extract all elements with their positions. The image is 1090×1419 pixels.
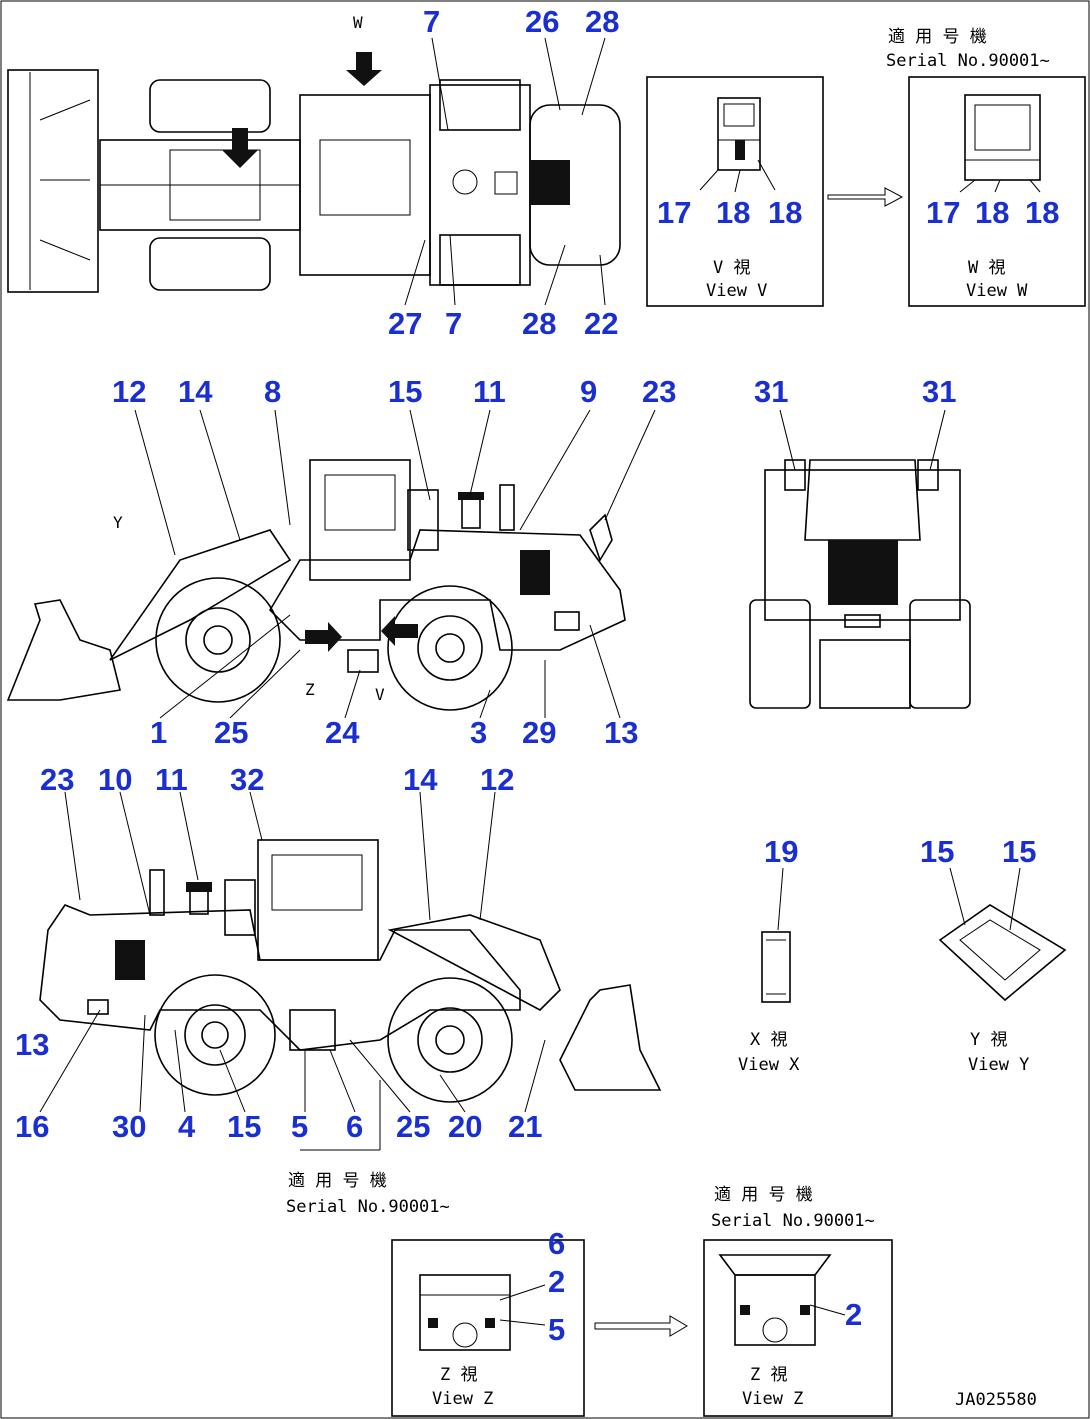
view-z2-serial-jp: 適 用 号 機 [714, 1185, 813, 1205]
top-view-drawing [7, 52, 621, 293]
top-view-leaders [404, 37, 606, 306]
callout-13-right: 13 [15, 1027, 49, 1062]
view-y-caption-jp: Y 視 [970, 1030, 1007, 1050]
right-side-serial-en: Serial No.90001~ [286, 1197, 450, 1217]
view-w-caption-jp: W 視 [968, 258, 1005, 278]
view-z2-drawing [718, 1254, 846, 1346]
view-z2-callout-2: 2 [845, 1297, 862, 1332]
callout-5-right: 5 [291, 1109, 308, 1144]
view-x-callout-19: 19 [764, 834, 798, 869]
right-side-serial-jp: 適 用 号 機 [288, 1171, 387, 1191]
view-v-drawing [699, 97, 776, 193]
callout-28-bottom: 28 [522, 306, 556, 341]
view-mark-w: W [353, 13, 363, 32]
callout-23-left: 23 [642, 374, 676, 409]
callout-28-top: 28 [585, 4, 619, 39]
callout-9: 9 [580, 374, 597, 409]
view-y-caption-en: View Y [968, 1055, 1029, 1075]
callout-7-top: 7 [423, 4, 440, 39]
callout-22: 22 [584, 306, 618, 341]
view-y-callout-15a: 15 [920, 834, 954, 869]
callout-15-right: 15 [227, 1109, 261, 1144]
view-v-box [646, 76, 824, 307]
callout-14-right: 14 [403, 762, 438, 797]
arrow-v-to-w [827, 187, 904, 207]
view-z1-caption-en: View Z [432, 1389, 493, 1409]
callout-3: 3 [470, 715, 487, 750]
callout-25-right: 25 [396, 1109, 430, 1144]
callout-23-right: 23 [40, 762, 74, 797]
view-z2-caption-jp: Z 視 [750, 1365, 787, 1385]
callout-31-right: 31 [922, 374, 956, 409]
right-side-drawing [39, 839, 662, 1151]
callout-1: 1 [150, 715, 167, 750]
view-v-callout-18b: 18 [768, 195, 802, 230]
view-mark-v: V [375, 685, 385, 704]
rear-view-drawing [749, 459, 971, 709]
callout-21: 21 [508, 1109, 542, 1144]
callout-14-left: 14 [178, 374, 213, 409]
callout-24: 24 [325, 715, 360, 750]
callout-13-left: 13 [604, 715, 638, 750]
view-z1-drawing [419, 1274, 546, 1351]
view-z1-callout-2: 2 [548, 1264, 565, 1299]
view-w-box [908, 76, 1086, 307]
view-z2-caption-en: View Z [742, 1389, 803, 1409]
callout-16: 16 [15, 1109, 49, 1144]
right-side-leaders [39, 791, 546, 1113]
callout-11-right: 11 [155, 762, 188, 797]
view-z2-box [703, 1239, 893, 1417]
view-w-callout-18b: 18 [1025, 195, 1059, 230]
callout-15-left: 15 [388, 374, 422, 409]
view-x-caption-en: View X [738, 1055, 800, 1075]
arrow-z1-to-z2 [594, 1315, 688, 1337]
view-w-serial-en: Serial No.90001~ [886, 51, 1050, 71]
view-x-caption-jp: X 視 [750, 1030, 787, 1050]
callout-4: 4 [178, 1109, 196, 1144]
callout-27: 27 [388, 306, 422, 341]
callout-12-left: 12 [112, 374, 146, 409]
view-w-callout-17: 17 [926, 195, 960, 230]
view-v-callout-17: 17 [657, 195, 691, 230]
view-z2-serial-en: Serial No.90001~ [711, 1211, 875, 1231]
callout-31-left: 31 [754, 374, 788, 409]
view-v-caption-en: View V [706, 281, 767, 301]
view-z1-caption-jp: Z 視 [440, 1365, 477, 1385]
callout-11-left: 11 [473, 374, 506, 409]
callout-30: 30 [112, 1109, 146, 1144]
left-side-drawing [6, 459, 626, 711]
callout-32: 32 [230, 762, 264, 797]
callout-29: 29 [522, 715, 556, 750]
callout-6-right: 6 [346, 1109, 363, 1144]
rear-view-leaders [779, 409, 946, 471]
view-mark-y: Y [113, 513, 123, 532]
view-mark-z: Z [305, 680, 315, 699]
callout-26: 26 [525, 4, 559, 39]
view-z1-box [391, 1239, 585, 1417]
view-w-serial-jp: 適 用 号 機 [888, 27, 987, 47]
callout-12-right: 12 [480, 762, 514, 797]
callout-20: 20 [448, 1109, 482, 1144]
view-v-callout-18a: 18 [716, 195, 750, 230]
view-w-drawing [959, 94, 1041, 193]
left-side-leaders [134, 409, 656, 719]
drawing-number: JA025580 [955, 1390, 1037, 1410]
callout-25-left: 25 [214, 715, 248, 750]
view-z1-callout-5: 5 [548, 1312, 565, 1347]
view-z1-callout-6: 6 [548, 1226, 565, 1261]
view-y-drawing [938, 867, 1067, 1002]
callout-8: 8 [264, 374, 281, 409]
view-y-callout-15b: 15 [1002, 834, 1036, 869]
callout-10: 10 [98, 762, 132, 797]
view-v-caption-jp: V 視 [713, 258, 750, 278]
view-w-caption-en: View W [966, 281, 1028, 301]
view-w-callout-18a: 18 [975, 195, 1009, 230]
callout-7-bottom: 7 [445, 306, 462, 341]
view-x-drawing [761, 867, 791, 1003]
